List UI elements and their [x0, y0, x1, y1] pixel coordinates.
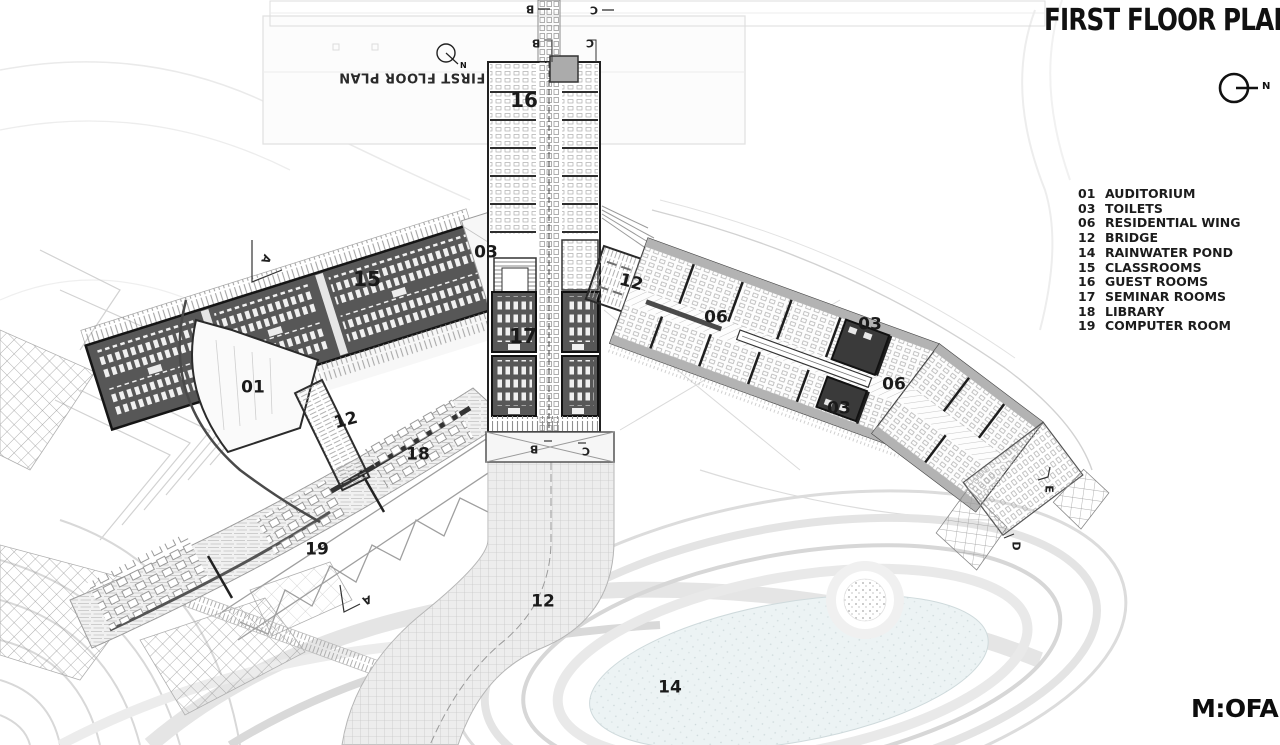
section-marker-d: D [1009, 541, 1023, 551]
north-arrow-icon [1218, 72, 1258, 104]
residential-wing [606, 237, 1110, 571]
legend-code: 18 [1078, 303, 1096, 319]
label-classrooms-15: 15 [353, 267, 381, 291]
label-computer-room-19: 19 [305, 539, 329, 560]
legend-code: 03 [1078, 200, 1096, 216]
north-label: N [1262, 81, 1271, 92]
legend-code: 17 [1078, 288, 1096, 304]
legend-name: RAINWATER POND [1105, 244, 1234, 260]
label-bridge-12-main: 12 [531, 591, 555, 612]
legend-code: 06 [1078, 215, 1096, 231]
label-residential-06-a: 06 [704, 307, 728, 328]
guest-rooms-block [490, 64, 598, 234]
legend-item-bridge: 12 BRIDGE [1078, 230, 1241, 246]
legend-item-auditorium: 01 AUDITORIUM [1078, 186, 1241, 202]
legend-item-seminar-rooms: 17 SEMINAR ROOMS [1078, 288, 1241, 305]
inner-mirrored-title: FIRST FLOOR PLAN [338, 69, 486, 85]
legend-code: 16 [1078, 274, 1096, 290]
label-toilets-03-b: 03 [858, 314, 882, 335]
section-marker-b-mid: B [531, 36, 541, 50]
residential-wing-tip [935, 421, 1110, 571]
legend-code: 01 [1078, 186, 1096, 201]
label-guest-rooms-16: 16 [510, 88, 538, 112]
toilet-block-lower [815, 375, 869, 423]
legend-code: 14 [1078, 244, 1096, 260]
legend-item-guest-rooms: 16 GUEST ROOMS [1078, 275, 1241, 290]
section-marker-c-top: C [589, 3, 599, 17]
legend-code: 15 [1078, 259, 1096, 275]
section-marker-c-bottom: C [581, 444, 591, 458]
legend-name: RESIDENTIAL WING [1105, 215, 1241, 231]
section-marker-c-mid: C [585, 36, 595, 50]
section-lines [251, 8, 1051, 613]
legend-name: COMPUTER ROOM [1105, 318, 1231, 334]
legend-item-library: 18 LIBRARY [1078, 303, 1241, 320]
label-residential-06-b: 06 [882, 374, 906, 395]
label-auditorium-01: 01 [241, 377, 265, 398]
legend-name: BRIDGE [1105, 230, 1158, 246]
section-marker-b-bottom: B [529, 442, 539, 456]
legend-name: GUEST ROOMS [1105, 274, 1209, 290]
residential-wing-mid [871, 343, 1110, 571]
spine-tower [485, 0, 661, 463]
north-arrow-small-icon [436, 43, 459, 65]
label-rainwater-pond-14: 14 [658, 677, 682, 698]
legend-name: SEMINAR ROOMS [1105, 288, 1227, 304]
auditorium [178, 299, 321, 524]
label-toilets-03-a: 03 [474, 242, 498, 263]
legend-item-toilets: 03 TOILETS [1078, 200, 1241, 217]
library-wing [69, 387, 509, 649]
legend-name: TOILETS [1105, 200, 1163, 216]
classroom-wing [80, 208, 525, 432]
legend-name: AUDITORIUM [1105, 186, 1196, 201]
legend-item-computer-room: 19 COMPUTER ROOM [1078, 319, 1241, 334]
tree-circle [826, 561, 904, 639]
north-label-small: N [460, 61, 467, 70]
legend-item-rainwater-pond: 14 RAINWATER POND [1078, 244, 1241, 261]
section-marker-e: E [1042, 485, 1056, 493]
legend-name: LIBRARY [1105, 303, 1165, 319]
label-toilets-03-c: 03 [827, 398, 851, 419]
toilet-block-upper [830, 318, 891, 377]
legend-code: 12 [1078, 230, 1096, 246]
legend-name: CLASSROOMS [1105, 259, 1202, 275]
label-library-18: 18 [406, 444, 430, 465]
section-marker-b-top: B [525, 2, 535, 16]
legend-item-residential-wing: 06 RESIDENTIAL WING [1078, 216, 1241, 231]
legend-code: 19 [1078, 318, 1096, 334]
page-title: FIRST FLOOR PLAN [1044, 3, 1280, 38]
bridge-main [341, 461, 615, 745]
bridge-west [293, 378, 371, 492]
legend-item-classrooms: 15 CLASSROOMS [1078, 259, 1241, 276]
mofa-logo: M:OFA [1191, 694, 1279, 723]
legend: 01 AUDITORIUM 03 TOILETS 06 RESIDENTIAL WIN… [1078, 186, 1241, 334]
label-seminar-rooms-17: 17 [509, 324, 537, 348]
